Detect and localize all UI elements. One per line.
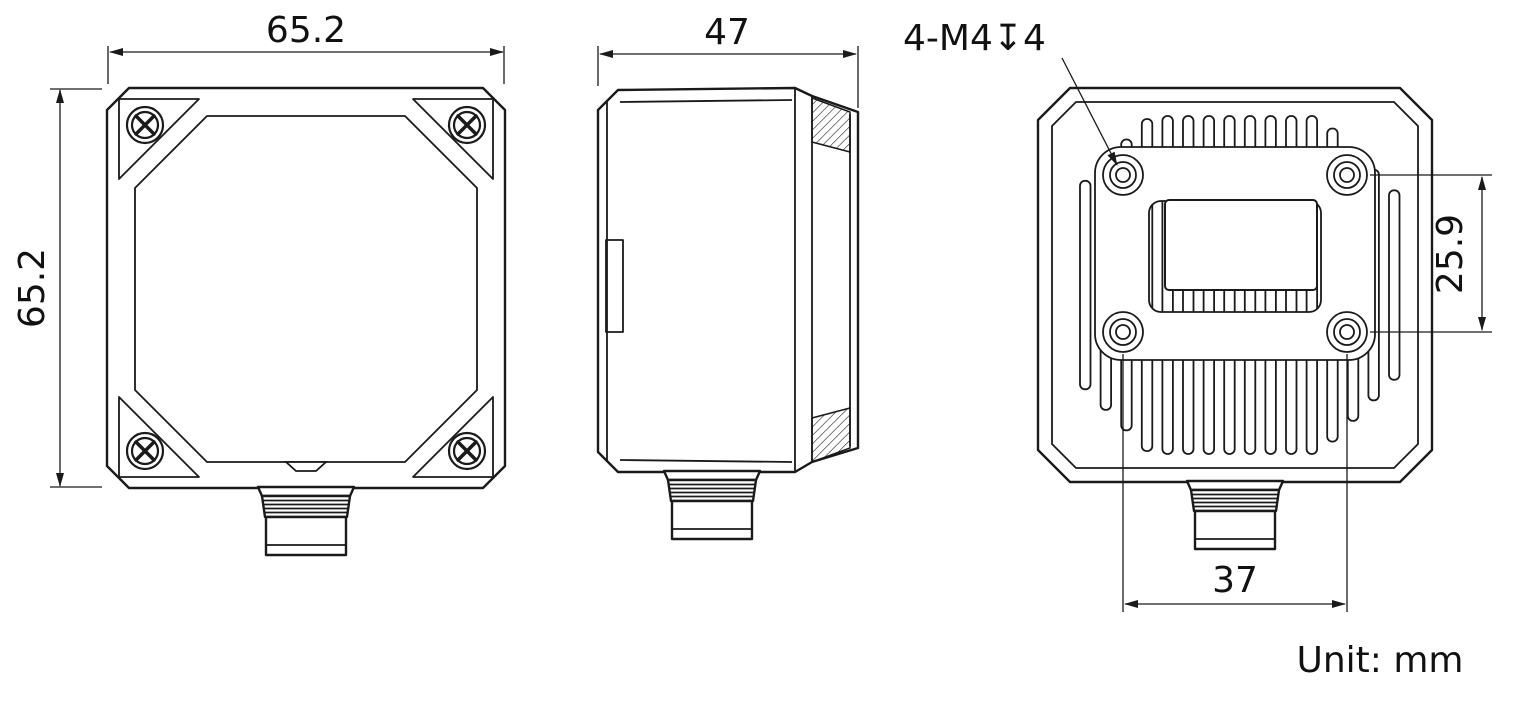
m12-connector xyxy=(1185,479,1285,551)
dimensions: 65.2 65.2 47 4-M4↧4 25.9 xyxy=(12,10,1492,681)
front-width-dim-label: 65.2 xyxy=(266,10,346,51)
front-height-dimension: 65.2 xyxy=(12,88,102,488)
side-top-inner-line xyxy=(619,99,793,103)
heatsink-fin xyxy=(1079,179,1092,391)
mounting-hole xyxy=(1102,311,1144,353)
corner-plate xyxy=(412,396,494,478)
thread-callout: 4-M4↧4 xyxy=(903,18,1118,166)
m12-connector xyxy=(256,485,356,557)
unit-label: Unit: mm xyxy=(1297,640,1464,681)
corner-plate xyxy=(118,98,200,180)
side-slot xyxy=(605,239,624,333)
side-bottom-inner-line xyxy=(619,459,793,463)
side-top-gasket-hatch xyxy=(811,96,851,153)
vertical-hole-spacing-dimension: 25.9 xyxy=(1370,174,1492,333)
corner-screw-icon xyxy=(125,105,165,145)
rear-label-plate xyxy=(1164,199,1318,291)
front-bottom-notch xyxy=(283,461,329,472)
front-height-dim-label: 65.2 xyxy=(12,248,53,328)
side-body-outline xyxy=(596,86,860,474)
front-view xyxy=(105,86,507,557)
mounting-hole xyxy=(1102,154,1144,196)
thread-callout-label: 4-M4↧4 xyxy=(903,18,1046,59)
corner-screw-icon xyxy=(125,431,165,471)
side-view xyxy=(596,86,860,541)
corner-plate xyxy=(118,396,200,478)
front-width-dimension: 65.2 xyxy=(107,10,505,84)
corner-screw-icon xyxy=(447,431,487,471)
rear-inner-frame xyxy=(1051,101,1419,469)
side-depth-dim-label: 47 xyxy=(704,12,750,53)
horizontal-hole-spacing-label: 37 xyxy=(1212,560,1258,601)
horizontal-hole-spacing-dimension: 37 xyxy=(1122,354,1348,612)
side-bottom-gasket-hatch xyxy=(811,407,851,464)
front-body-outline xyxy=(105,86,507,490)
mounting-hole xyxy=(1326,311,1368,353)
rear-view xyxy=(1036,86,1434,551)
heatsink-fin xyxy=(1388,189,1401,381)
mounting-hole xyxy=(1326,154,1368,196)
front-face-frame xyxy=(134,115,478,463)
corner-plate xyxy=(412,98,494,180)
m12-connector xyxy=(662,469,762,541)
vertical-hole-spacing-label: 25.9 xyxy=(1430,214,1471,294)
corner-screw-icon xyxy=(447,105,487,145)
side-depth-dimension: 47 xyxy=(597,12,859,108)
